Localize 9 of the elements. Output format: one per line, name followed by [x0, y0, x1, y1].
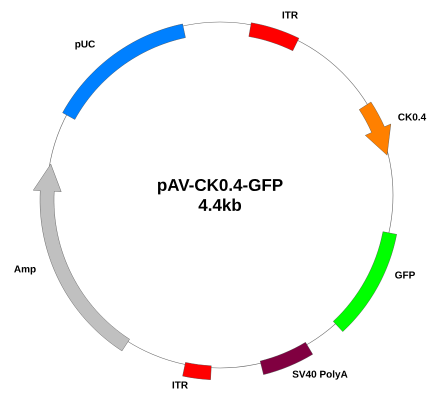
feature-label: ITR: [282, 12, 298, 18]
feature-label: SV40 PolyA: [292, 370, 348, 380]
feature-label: ITR: [172, 382, 188, 388]
feature-label: CK0.4: [398, 113, 426, 121]
plasmid-name: 4.4kb: [198, 198, 242, 212]
feature-label: pUC: [75, 40, 95, 50]
feature-label: Amp: [14, 266, 36, 274]
feature-label: GFP: [395, 271, 415, 279]
plasmid-name: pAV-CK0.4-GFP: [158, 178, 283, 194]
